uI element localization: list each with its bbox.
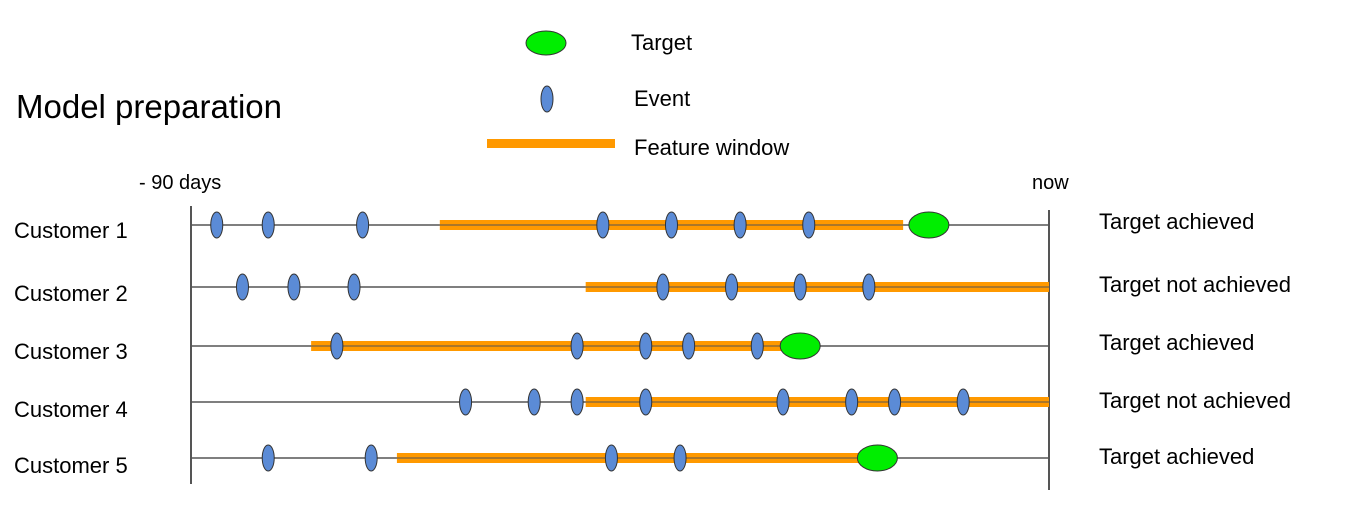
event-marker — [459, 388, 473, 416]
event-marker — [664, 211, 678, 239]
event-marker — [776, 388, 790, 416]
event-marker — [527, 388, 541, 416]
event-marker — [235, 273, 249, 301]
event-marker — [888, 388, 902, 416]
event-marker — [802, 211, 816, 239]
event-marker — [570, 388, 584, 416]
event-marker — [330, 332, 344, 360]
event-marker — [210, 211, 224, 239]
customer-label: Customer 4 — [14, 397, 128, 422]
page-title: Model preparation — [16, 88, 282, 125]
legend-feature-window-label: Feature window — [634, 135, 790, 160]
legend-target-icon — [525, 30, 567, 56]
axis-end-label: now — [1032, 172, 1069, 194]
event-marker — [287, 273, 301, 301]
event-marker — [956, 388, 970, 416]
target-marker — [779, 332, 821, 360]
event-marker — [364, 444, 378, 472]
status-label: Target achieved — [1099, 209, 1255, 234]
event-marker — [845, 388, 859, 416]
status-label: Target achieved — [1099, 330, 1255, 355]
event-marker — [570, 332, 584, 360]
status-label: Target not achieved — [1099, 272, 1292, 297]
event-marker — [596, 211, 610, 239]
event-marker — [604, 444, 618, 472]
status-label: Target not achieved — [1099, 388, 1292, 413]
axis-start-label: - 90 days — [139, 172, 222, 194]
legend-event-label: Event — [634, 86, 691, 111]
status-label: Target achieved — [1099, 444, 1255, 469]
legend-target-label: Target — [631, 30, 693, 55]
customer-label: Customer 3 — [14, 339, 128, 364]
target-marker — [856, 444, 898, 472]
customer-label: Customer 5 — [14, 453, 128, 478]
event-marker — [356, 211, 370, 239]
legend-feature-window-icon — [487, 139, 615, 148]
event-marker — [639, 388, 653, 416]
event-marker — [682, 332, 696, 360]
event-marker — [347, 273, 361, 301]
event-marker — [733, 211, 747, 239]
legend-event-icon — [540, 85, 554, 113]
event-marker — [750, 332, 764, 360]
event-marker — [793, 273, 807, 301]
event-marker — [673, 444, 687, 472]
event-marker — [656, 273, 670, 301]
event-marker — [725, 273, 739, 301]
customer-label: Customer 2 — [14, 281, 128, 306]
event-marker — [261, 211, 275, 239]
event-marker — [639, 332, 653, 360]
customer-label: Customer 1 — [14, 218, 128, 243]
event-marker — [862, 273, 876, 301]
target-marker — [908, 211, 950, 239]
event-marker — [261, 444, 275, 472]
